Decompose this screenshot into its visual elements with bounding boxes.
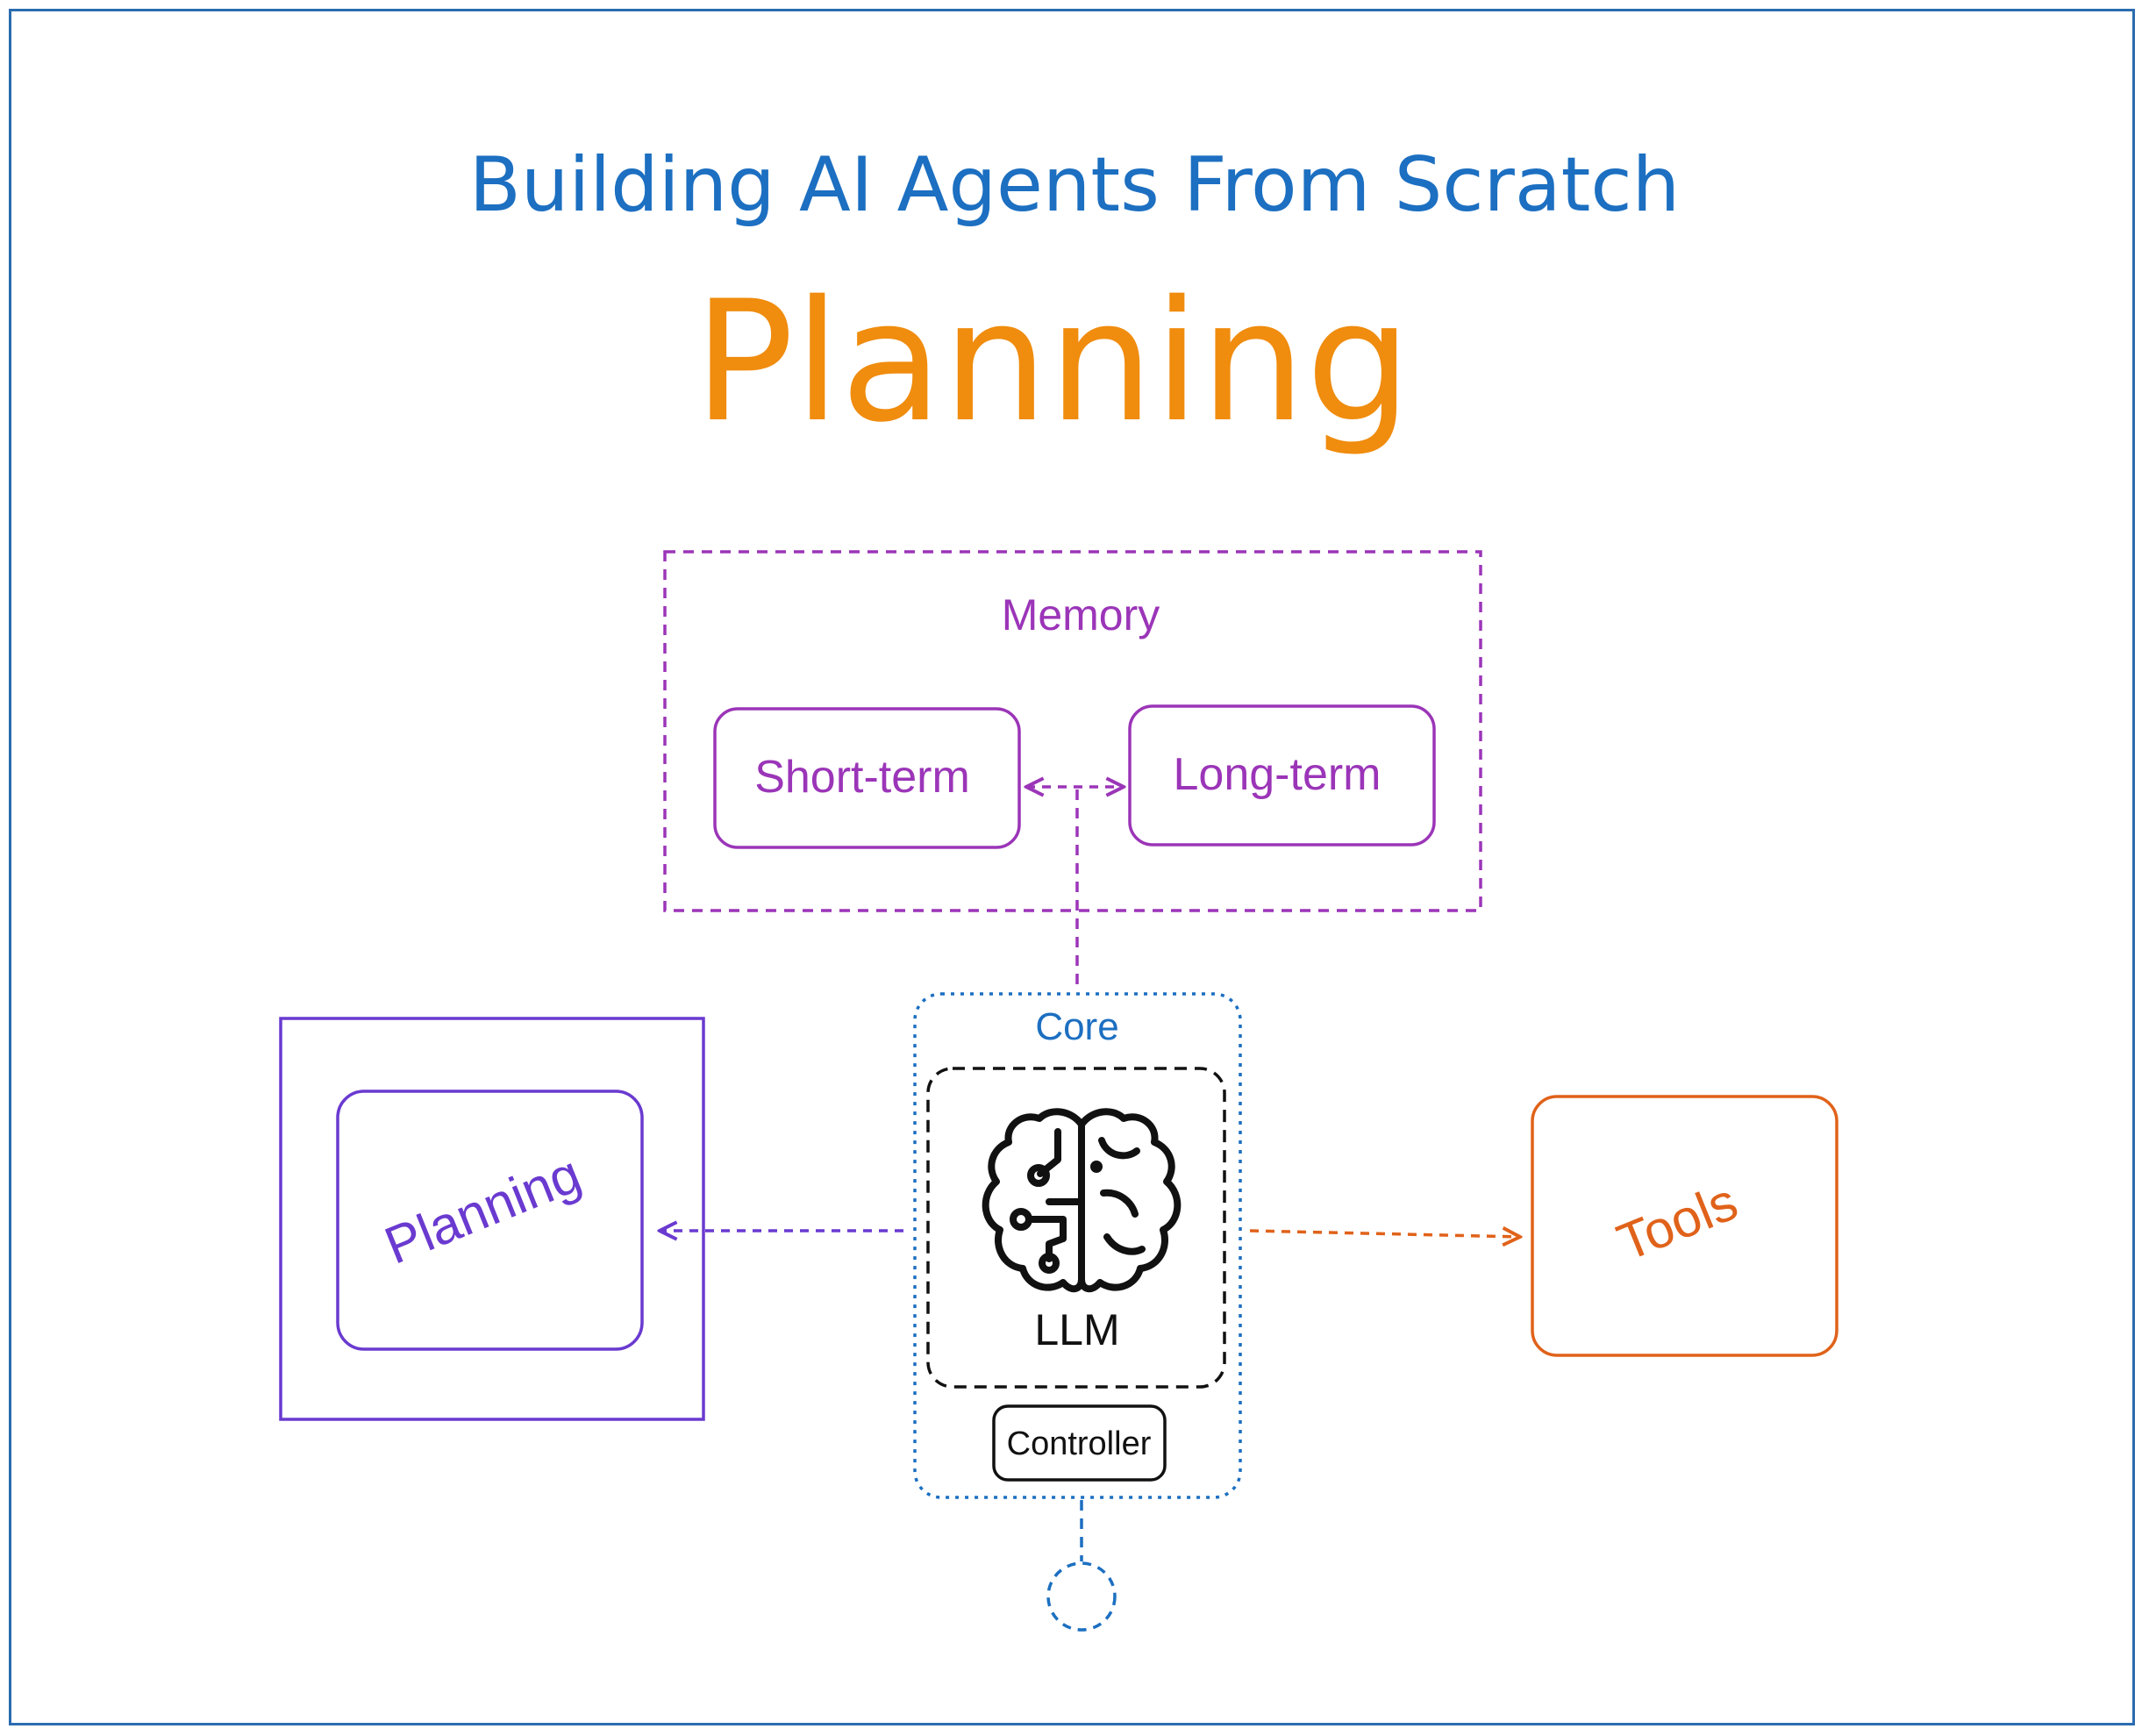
core-group: Core LLM Controller [913, 992, 1242, 1632]
planning-group: Planning [279, 1017, 903, 1421]
llm-label: LLM [1034, 1305, 1119, 1354]
core-to-tools-arrow [1249, 1231, 1520, 1237]
tools-box [1531, 1095, 1838, 1357]
tools-label: Tools [1610, 1172, 1746, 1273]
subtitle: Building AI Agents From Scratch [468, 141, 1681, 229]
llm-box [926, 1067, 1226, 1389]
long-term-box [1128, 704, 1436, 847]
planning-outer-box [279, 1017, 705, 1421]
tools-group: Tools [1249, 1095, 1838, 1357]
controller-label: Controller [1007, 1425, 1152, 1462]
brain-circuit-icon [982, 1108, 1182, 1293]
short-term-label: Short-term [754, 752, 970, 803]
planning-inner-box [336, 1089, 644, 1351]
input-node [1046, 1561, 1117, 1632]
page-title: Planning [693, 265, 1412, 459]
memory-group: Memory Short-term Long-term [663, 550, 1482, 984]
controller-box [992, 1404, 1167, 1482]
long-term-label: Long-term [1174, 749, 1382, 800]
core-label: Core [1035, 1005, 1118, 1048]
short-term-box [713, 707, 1021, 849]
memory-boundary [663, 550, 1482, 912]
planning-label: Planning [377, 1144, 589, 1275]
memory-label: Memory [1002, 590, 1160, 639]
diagram-frame [9, 9, 2135, 1725]
core-boundary [913, 992, 1242, 1499]
